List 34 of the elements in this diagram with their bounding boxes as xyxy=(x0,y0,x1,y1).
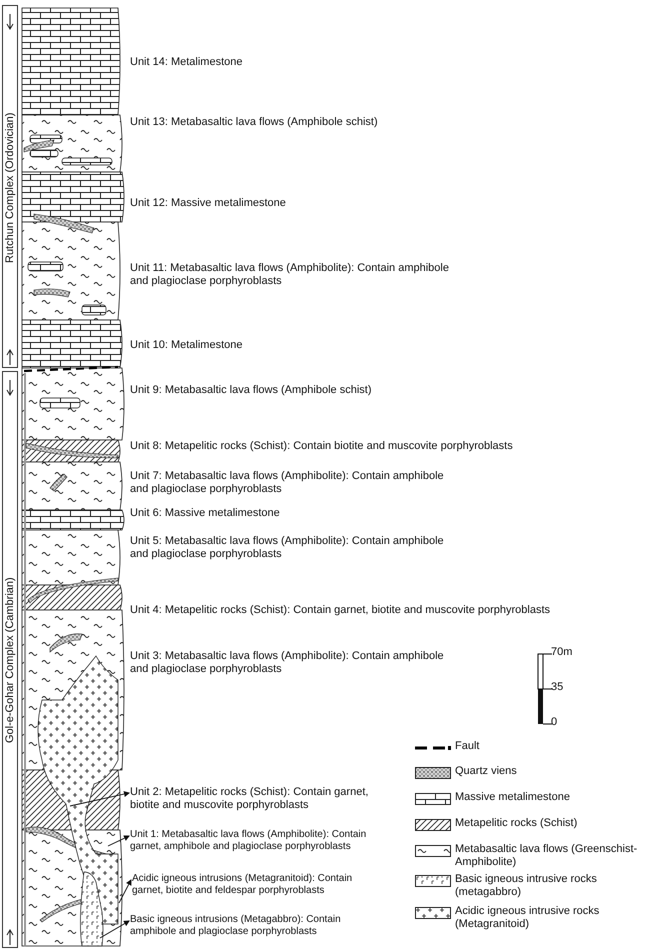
unit-description: Acidic igneous intrusions (Metagranitoid): Contain garnet, biotite and feldespar porphyroblasts xyxy=(132,873,382,897)
leader-line xyxy=(100,920,130,938)
unit-description: Unit 11: Metabasaltic lava flows (Amphibolite): Contain amphibole and plagioclase porphyroblasts xyxy=(130,262,450,288)
unit-description: Unit 6: Massive metalimestone xyxy=(130,507,281,520)
unit-description: Unit 3: Metabasaltic lava flows (Amphibolite): Contain amphibole and plagioclase porphyroblasts xyxy=(130,650,445,676)
legend-label: Acidic igneous intrusive rocks (Metagranitoid) xyxy=(455,905,600,931)
scale-value: 0 xyxy=(551,716,558,729)
legend-label: Metapelitic rocks (Schist) xyxy=(455,817,578,830)
unit-description: Unit 14: Metalimestone xyxy=(130,56,244,69)
unit-description: Unit 12: Massive metalimestone xyxy=(130,197,287,210)
legend-label: Massive metalimestone xyxy=(455,791,571,804)
scale-value: 35 xyxy=(551,681,564,694)
unit-description: Unit 13: Metabasaltic lava flows (Amphibole schist) xyxy=(130,116,379,129)
unit-description: Unit 10: Metalimestone xyxy=(130,339,244,352)
unit-description: Unit 9: Metabasaltic lava flows (Amphibole schist) xyxy=(130,384,372,397)
unit-description: Unit 5: Metabasaltic lava flows (Amphibolite): Contain amphibole and plagioclase porphyroblasts xyxy=(130,535,445,561)
leader-line xyxy=(108,835,130,846)
legend-label: Quartz viens xyxy=(455,765,518,778)
unit-description: Unit 1: Metabasaltic lava flows (Amphibolite): Contain garnet, amphibole and plagioclase porphyroblasts xyxy=(130,829,395,853)
unit-description: Unit 2: Metapelitic rocks (Schist): Contain garnet, biotite and muscovite porphyroblasts xyxy=(130,786,398,812)
leader-line xyxy=(118,879,132,904)
complex-name: Gol-e-Gohar Complex (Cambrian) xyxy=(4,576,16,746)
complex-name: Rutchun Complex (Ordovician) xyxy=(4,111,16,265)
complex-band xyxy=(2,371,18,948)
unit-description: Unit 8: Metapelitic rocks (Schist): Contain biotite and muscovite porphyroblasts xyxy=(130,440,514,453)
leader-line xyxy=(70,791,130,806)
unit-description: Unit 4: Metapelitic rocks (Schist): Contain garnet, biotite and muscovite porphyroblasts xyxy=(130,604,552,617)
legend-label: Basic igneous intrusive rocks (metagabbro) xyxy=(455,873,598,899)
unit-description: Unit 7: Metabasaltic lava flows (Amphibolite): Contain amphibole and plagioclase porphyroblasts xyxy=(130,470,445,496)
scale-value: 70m xyxy=(551,646,572,659)
unit-description: Basic igneous intrusions (Metagabbro): Contain amphibole and plagioclase porphyroblasts xyxy=(130,914,380,938)
complex-band xyxy=(2,5,18,368)
legend-label: Fault xyxy=(455,740,480,753)
legend-label: Metabasaltic lava flows (Greenschist-Amphibolite) xyxy=(455,843,638,869)
